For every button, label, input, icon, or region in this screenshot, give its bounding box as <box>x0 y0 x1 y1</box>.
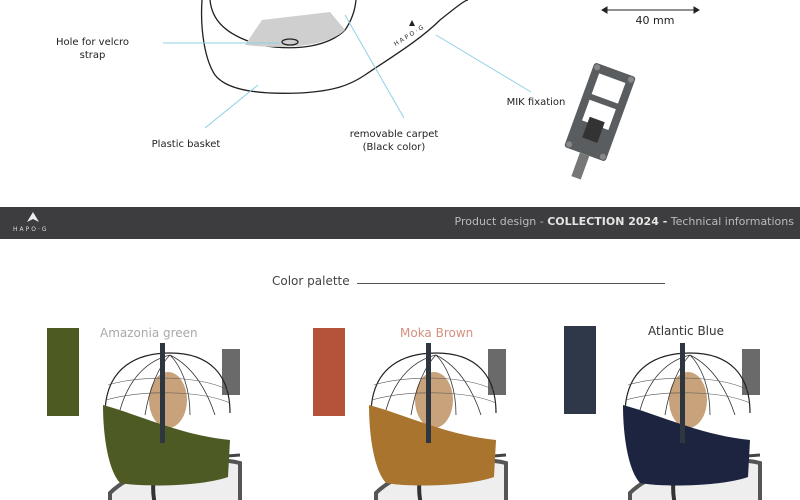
color-name-green: Amazonia green <box>100 326 198 340</box>
divider <box>357 283 665 284</box>
title-prefix: Product design - <box>454 215 548 228</box>
label-line: (Black color) <box>362 142 426 153</box>
callout-lines <box>163 14 532 129</box>
technical-drawing <box>163 0 700 180</box>
carpet-label: removable carpet (Black color) <box>334 128 454 154</box>
hapog-logo-icon <box>27 212 39 222</box>
dimension-arrow-icon <box>601 6 700 14</box>
header-title: Product design - COLLECTION 2024 - Techn… <box>455 215 794 228</box>
title-collection: COLLECTION 2024 - <box>547 215 668 228</box>
product-photo-brown <box>369 343 508 500</box>
section-header-bar: HAPO·G Product design - COLLECTION 2024 … <box>0 207 800 239</box>
product-photo-green <box>103 343 242 500</box>
mik-label: MIK fixation <box>506 97 566 108</box>
dimension-label: 40 mm <box>635 14 675 27</box>
basket-logo-icon <box>409 20 415 26</box>
product-photos <box>103 343 762 500</box>
label-line: strap <box>79 50 106 61</box>
product-photo-blue <box>623 343 762 500</box>
label-line: removable carpet <box>349 129 439 140</box>
velcro-hole-label: Hole for velcro strap <box>40 36 145 62</box>
title-suffix: Technical informations <box>667 215 794 228</box>
color-name-brown: Moka Brown <box>400 326 474 340</box>
mik-plate-icon <box>564 63 636 180</box>
swatch-green <box>47 328 79 416</box>
swatch-brown <box>313 328 345 416</box>
color-name-blue: Atlantic Blue <box>648 324 725 338</box>
palette-title: Color palette <box>272 274 350 288</box>
plastic-basket-label: Plastic basket <box>151 139 221 150</box>
swatch-blue <box>564 326 596 414</box>
label-line: Hole for velcro <box>55 37 130 48</box>
brand-name: HAPO·G <box>13 226 49 233</box>
basket-outline <box>200 0 469 94</box>
